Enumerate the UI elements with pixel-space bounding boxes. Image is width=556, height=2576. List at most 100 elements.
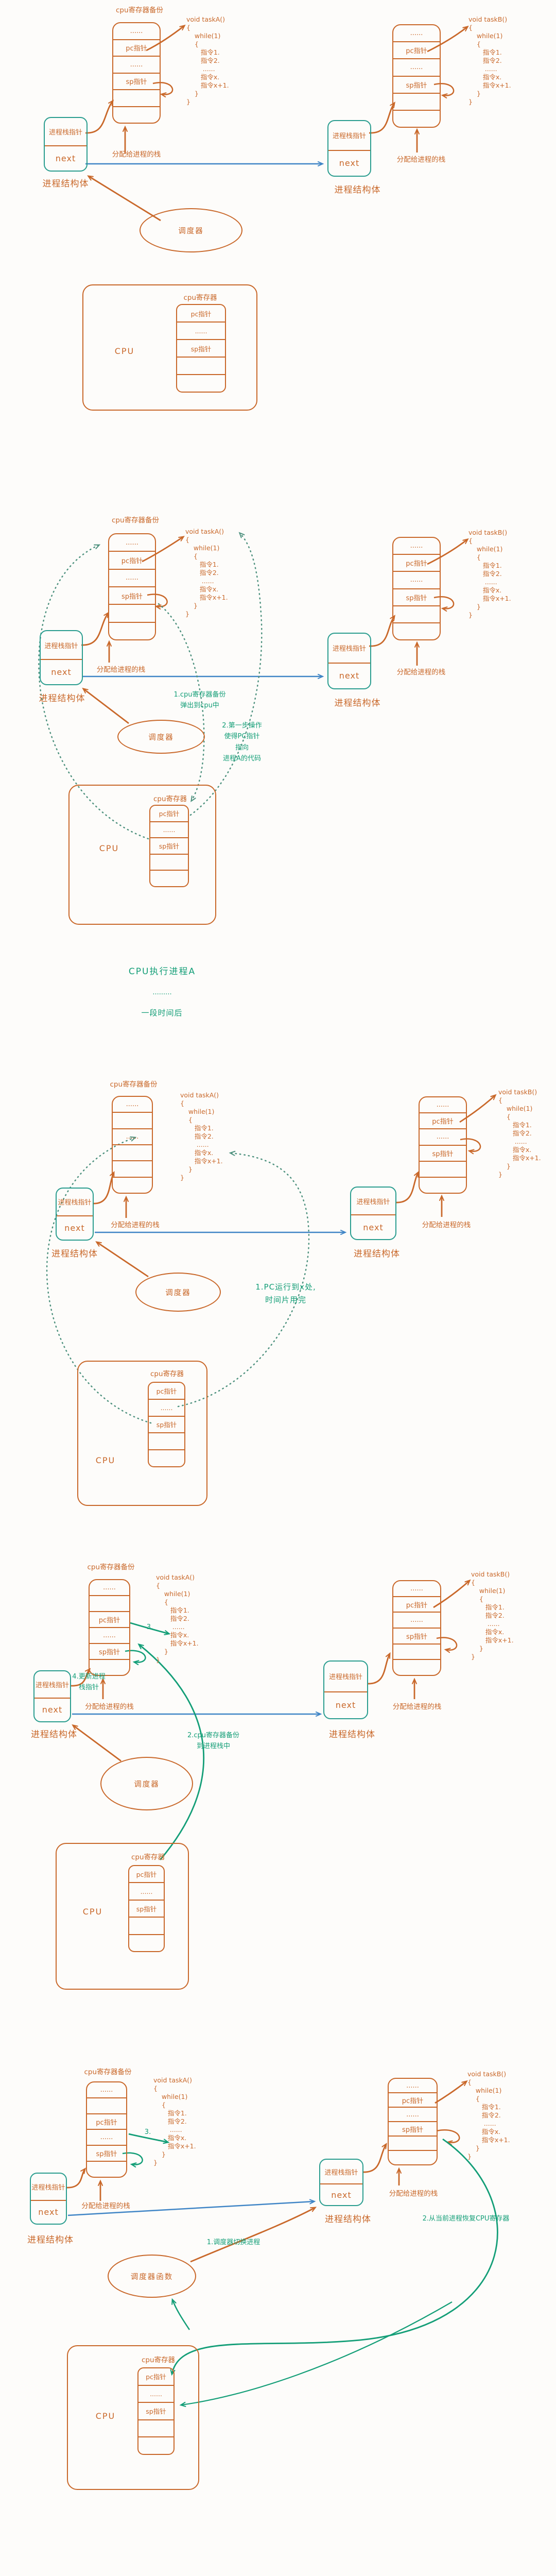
arrow-stackptr-a3 [92, 1171, 115, 1205]
annotation-restore-regs: 2.从当前进程恢复CPU寄存器 [422, 2215, 510, 2223]
scheduler-ellipse: 调度器 [117, 720, 205, 754]
allocated-stack-label: 分配给进程的栈 [81, 2202, 130, 2210]
cpu-registers-box: pc指针 ...... sp指针 [149, 805, 189, 887]
row-dots: ...... [113, 1128, 152, 1144]
backup-stack-a5: ...... pc指针 ...... sp指针 [86, 2081, 127, 2178]
row-dots: ...... [410, 542, 423, 550]
process-struct-b2: 进程栈指针 next [327, 633, 371, 689]
backup-stack-b3: ...... pc指针 ...... sp指针 [419, 1096, 467, 1194]
row-dots: ...... [126, 1100, 139, 1109]
allocated-stack-label: 分配给进程的栈 [422, 1221, 471, 1229]
row-empty [393, 622, 440, 639]
process-struct-label: 进程结构体 [334, 185, 381, 195]
scheduler-label: 调度器 [178, 227, 204, 235]
arrow-stackptr-b2 [369, 615, 395, 647]
task-a-code: void taskA() { while(1) { 指令1. 指令2. ....… [185, 528, 228, 618]
row-dots: ...... [393, 1612, 440, 1628]
process-struct-a2: 进程栈指针 next [40, 630, 83, 685]
task-b-code: void taskB() { while(1) { 指令1. 指令2. ....… [468, 15, 511, 106]
row-dots: ...... [150, 821, 188, 838]
cpu-registers-title: cpu寄存器 [183, 294, 217, 302]
scheduler-fn-label: 调度器函数 [130, 2273, 173, 2281]
allocated-stack-label: 分配给进程的栈 [392, 1703, 442, 1711]
process-stack-pointer-field: 进程栈指针 [31, 2174, 66, 2201]
row-sp-pointer: sp指针 [420, 1144, 466, 1161]
row-sp-pointer: sp指针 [393, 1628, 440, 1643]
row-pc-pointer: pc指针 [90, 1611, 129, 1627]
cpu-registers-box: pc指针 ...... sp指针 [148, 1382, 185, 1467]
row-pc-pointer: pc指针 [393, 1596, 440, 1612]
scheduler-label: 调度器 [134, 1780, 160, 1789]
row-dots: ...... [113, 56, 160, 73]
row-sp-pointer: sp指针 [177, 339, 225, 357]
annotation-switch-process: 1.调度器切换进程 [206, 2239, 260, 2246]
cpu-box: CPU cpu寄存器 pc指针 ...... sp指针 [56, 1843, 189, 1990]
row-empty [90, 1659, 129, 1675]
row-empty [389, 2150, 437, 2164]
arrow-pc-to-code-b5 [435, 2080, 468, 2104]
backup-stack-b4: ...... pc指针 ...... sp指针 [392, 1580, 441, 1676]
row-empty [87, 2097, 126, 2113]
allocated-stack-label: 分配给进程的栈 [112, 150, 161, 159]
row-dots: ...... [103, 1584, 116, 1591]
arrow-stackptr-b4 [367, 1652, 391, 1685]
annotation-timeslice: 1.PC运行到x处, 时间片用完 [255, 1282, 316, 1304]
row-empty [113, 89, 160, 106]
row-pc-pointer: pc指针 [190, 310, 212, 318]
row-dots: ...... [410, 1584, 423, 1592]
cpu-label: CPU [82, 1907, 103, 1917]
annotation-first-step: 2.第一步操作 使得PC指针 指向 进程A的代码 [222, 722, 262, 763]
row-dots: ...... [406, 2081, 419, 2090]
process-struct-b3: 进程栈指针 next [350, 1187, 396, 1240]
process-stack-pointer-field: 进程栈指针 [328, 634, 370, 664]
process-struct-label: 进程结构体 [329, 1730, 375, 1740]
row-dots: ...... [393, 571, 440, 588]
row-empty [109, 621, 155, 639]
backup-stack-b5: ...... pc指针 ...... sp指针 [388, 2078, 438, 2165]
allocated-stack-label: 分配给进程的栈 [389, 2190, 438, 2198]
row-sp-pointer: sp指针 [150, 837, 188, 854]
process-stack-pointer-field: 进程栈指针 [34, 1671, 70, 1699]
row-sp-pointer: sp指针 [129, 1899, 164, 1917]
next-field: next [42, 1705, 63, 1715]
arrow-stackptr-a1 [85, 99, 114, 134]
cpu-registers-box: pc指针 ...... sp指针 [128, 1865, 165, 1952]
task-a-code: void taskA() { while(1) { 指令1. 指令2. ....… [153, 2076, 196, 2166]
row-empty [420, 1176, 466, 1193]
annotation-3: 3. [146, 1623, 153, 1631]
task-b-code: void taskB() { while(1) { 指令1. 指令2. ....… [468, 529, 511, 619]
process-struct-label: 进程结构体 [325, 2214, 371, 2225]
green-restore-sp-5 [179, 2301, 453, 2407]
row-empty [87, 2161, 126, 2177]
backup-stack-title: cpu寄存器备份 [110, 1080, 158, 1089]
row-dots: ...... [126, 538, 138, 547]
arrow-stackptr-b5 [362, 2143, 387, 2173]
row-dots: ...... [138, 2384, 173, 2402]
row-sp-pointer: sp指针 [90, 1643, 129, 1659]
task-b-code: void taskB() { while(1) { 指令1. 指令2. ....… [471, 1570, 514, 1660]
next-field: next [331, 2190, 352, 2200]
row-pc-pointer: pc指针 [156, 1387, 177, 1395]
arrow-stackptr-a5 [65, 2167, 86, 2189]
row-sp-pointer: sp指针 [138, 2402, 173, 2419]
process-stack-pointer-field: 进程栈指针 [320, 2160, 362, 2184]
after-a-while-text: 一段时间后 [141, 1008, 183, 1018]
row-empty [138, 2436, 173, 2454]
row-empty [113, 1112, 152, 1128]
cpu-box: CPU cpu寄存器 pc指针 ...... sp指针 [67, 2345, 199, 2490]
cpu-registers-box: pc指针 ...... sp指针 [176, 304, 226, 393]
row-pc-pointer: pc指针 [109, 551, 155, 568]
row-sp-pointer: sp指针 [149, 1415, 184, 1433]
cpu-label: CPU [99, 843, 119, 853]
process-stack-pointer-field: 进程栈指针 [324, 1662, 367, 1692]
row-dots: ...... [100, 2086, 113, 2094]
cpu-registers-box: pc指针 ...... sp指针 [137, 2367, 175, 2455]
next-field: next [55, 154, 76, 164]
row-empty [393, 605, 440, 622]
process-struct-a3: 进程栈指针 next [56, 1188, 94, 1241]
row-dots: ...... [177, 321, 225, 339]
row-pc-pointer: pc指针 [159, 810, 180, 818]
backup-stack-title: cpu寄存器备份 [115, 6, 164, 14]
row-empty [129, 1917, 164, 1934]
